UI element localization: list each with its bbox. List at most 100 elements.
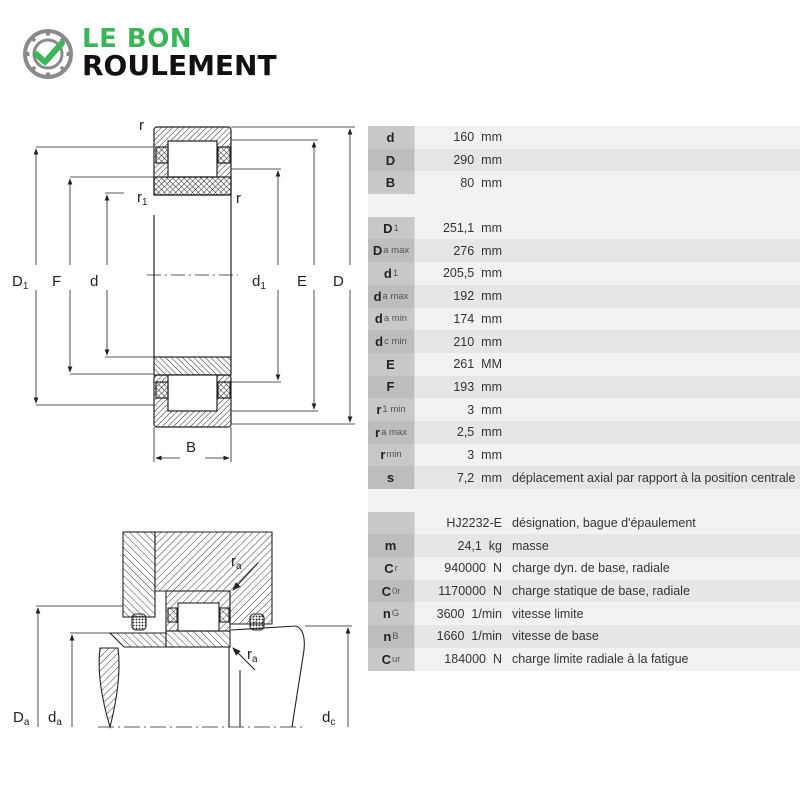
label-B: B <box>186 439 196 456</box>
label-d1: d1 <box>252 273 266 292</box>
table-row-D: D 290 mm <box>368 148 800 172</box>
param-description: vitesse limite <box>512 606 584 621</box>
param-key: D <box>368 148 415 172</box>
param-description: désignation, bague d'épaulement <box>512 516 696 531</box>
label-da: da <box>48 709 62 728</box>
table-row-s: s 7,2 mm déplacement axial par rapport à… <box>368 466 800 489</box>
bearing-mounting-diagram: ra ra Da da dc <box>13 531 352 730</box>
param-value: 193 mm <box>453 379 502 394</box>
param-description: déplacement axial par rapport à la posit… <box>512 470 796 485</box>
label-dc: dc <box>322 709 335 728</box>
param-value: 3 mm <box>467 402 502 417</box>
param-value: 184000 N <box>444 652 502 667</box>
param-value: 276 mm <box>453 243 502 258</box>
param-value: 3 mm <box>467 447 502 462</box>
table-row-m: m 24,1 kg masse <box>368 534 800 558</box>
param-key: m <box>368 534 415 558</box>
param-value: 205,5 mm <box>442 266 502 281</box>
param-description: vitesse de base <box>512 629 599 644</box>
param-value: 80 mm <box>460 175 502 190</box>
label-E: E <box>297 273 307 290</box>
param-key <box>368 511 415 535</box>
label-r-top: r <box>139 117 144 134</box>
label-r-right: r <box>236 190 241 207</box>
bearing-cross-section-diagram: r r1 r D1 F d d1 E D B <box>12 117 355 462</box>
spacer-cell <box>368 194 415 217</box>
param-value: 7,2 mm <box>456 470 502 485</box>
label-ra-bottom: ra <box>247 646 258 665</box>
label-ra-top: ra <box>231 553 242 572</box>
label-d: d <box>90 273 98 290</box>
table-row-F: F 193 mm <box>368 375 800 399</box>
label-r1: r1 <box>137 189 148 208</box>
table-spacer-row <box>368 489 800 512</box>
param-value: 940000 N <box>444 561 502 576</box>
param-value: 1660 1/min <box>436 629 502 644</box>
param-description: masse <box>512 538 549 553</box>
param-description: charge dyn. de base, radiale <box>512 561 670 576</box>
param-description: charge limite radiale à la fatigue <box>512 652 689 667</box>
bearing-check-icon <box>23 29 73 79</box>
table-row-B: B 80 mm <box>368 171 800 195</box>
logo-text-line1: LE BON <box>82 24 193 54</box>
param-description: charge statique de base, radiale <box>512 584 690 599</box>
param-key: d <box>368 126 415 149</box>
param-key: E <box>368 352 415 376</box>
param-value: 290 mm <box>453 153 502 168</box>
param-value: 3600 1/min <box>436 606 502 621</box>
param-key: B <box>368 171 415 195</box>
param-value: 24,1 kg <box>457 538 503 553</box>
param-value: 192 mm <box>453 289 502 304</box>
table-spacer-row <box>368 194 800 217</box>
param-value: 2,5 mm <box>456 425 502 440</box>
label-F: F <box>52 273 61 290</box>
param-value: 210 mm <box>453 334 502 349</box>
param-key: s <box>368 466 415 489</box>
param-value: HJ2232-E <box>446 516 502 531</box>
param-value: 174 mm <box>453 311 502 326</box>
param-value: 251,1 mm <box>442 221 502 236</box>
table-row-d: d 160 mm <box>368 126 800 149</box>
table-row-designation: HJ2232-E désignation, bague d'épaulement <box>368 511 800 535</box>
label-D1: D1 <box>12 273 29 292</box>
param-value: 1170000 N <box>438 584 502 599</box>
label-Da: Da <box>13 709 30 728</box>
label-D: D <box>333 273 344 290</box>
logo-text-line2: ROULEMENT <box>82 49 277 82</box>
param-key: F <box>368 375 415 399</box>
param-value: 160 mm <box>453 130 502 145</box>
param-value: 261 MM <box>453 357 502 372</box>
spacer-cell <box>368 489 415 512</box>
brand-logo: LE BON ROULEMENT <box>22 24 302 86</box>
table-row-E: E 261 MM <box>368 352 800 376</box>
